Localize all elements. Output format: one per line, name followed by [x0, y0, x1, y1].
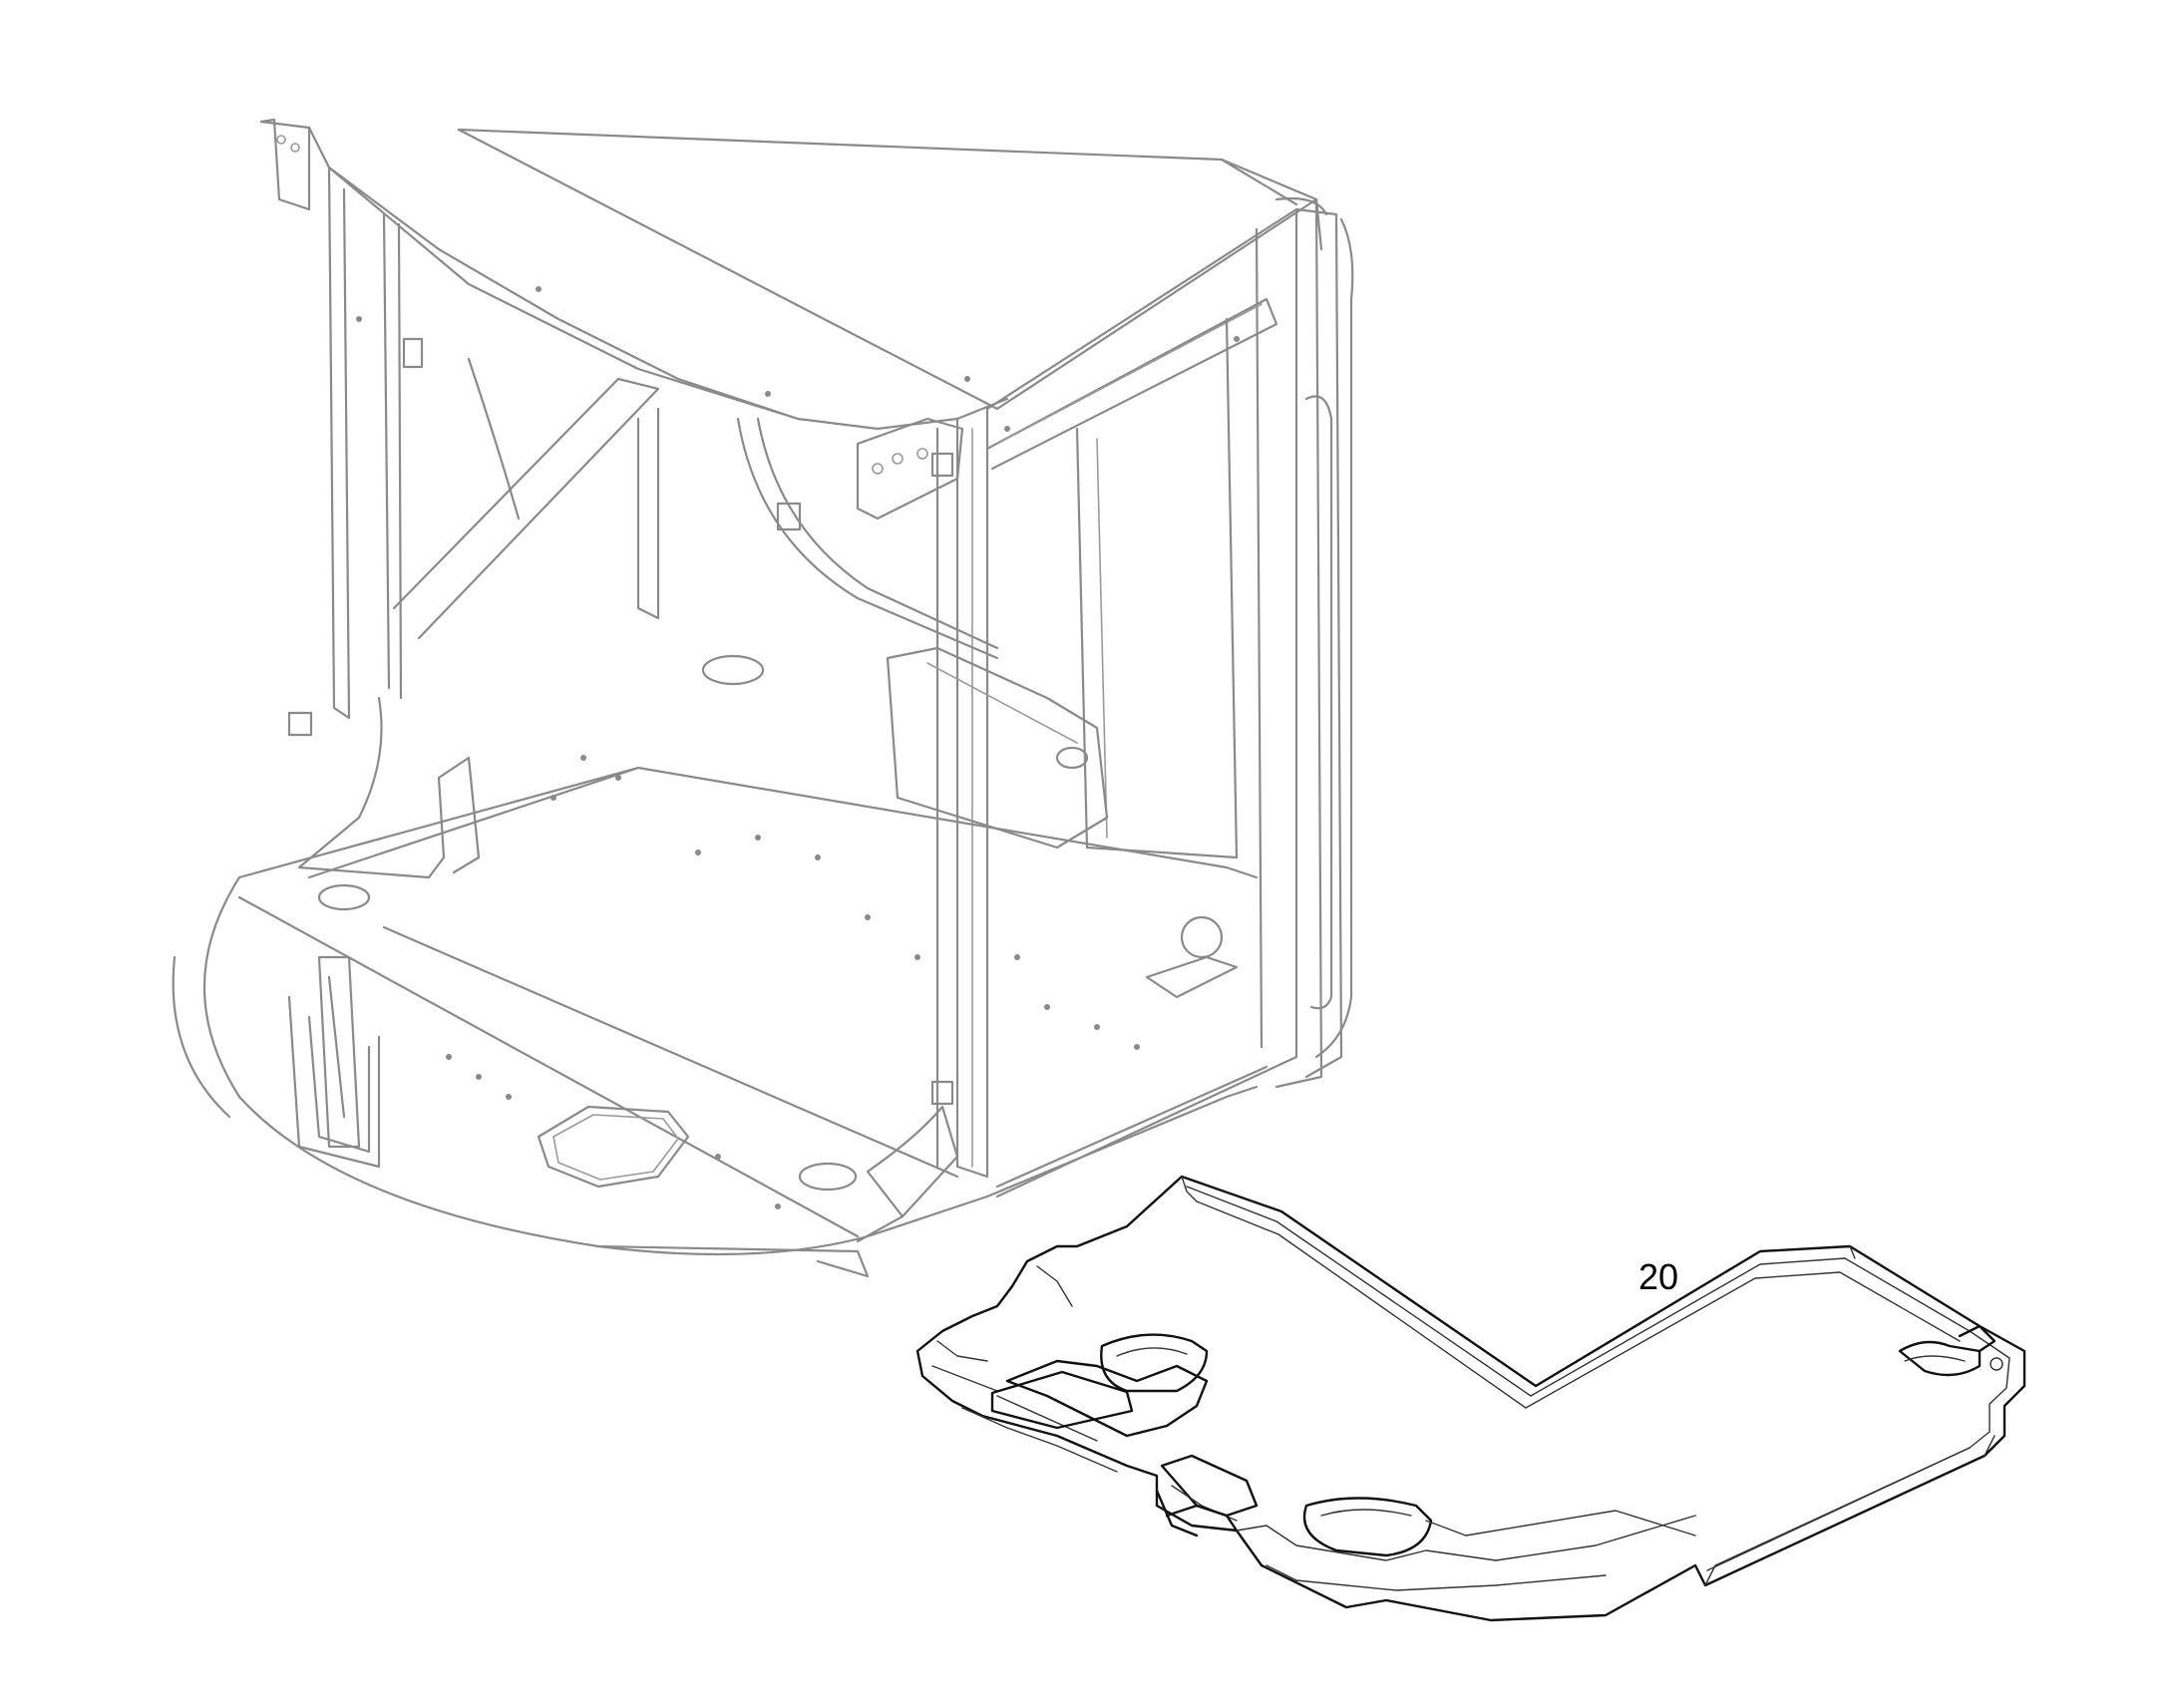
callout-label-floor-mat: 20: [1638, 1256, 1678, 1297]
cab-fastener-dots: [356, 286, 1240, 1209]
cab-frame: [172, 118, 1354, 1278]
floor-mat-part: [915, 1175, 2026, 1622]
